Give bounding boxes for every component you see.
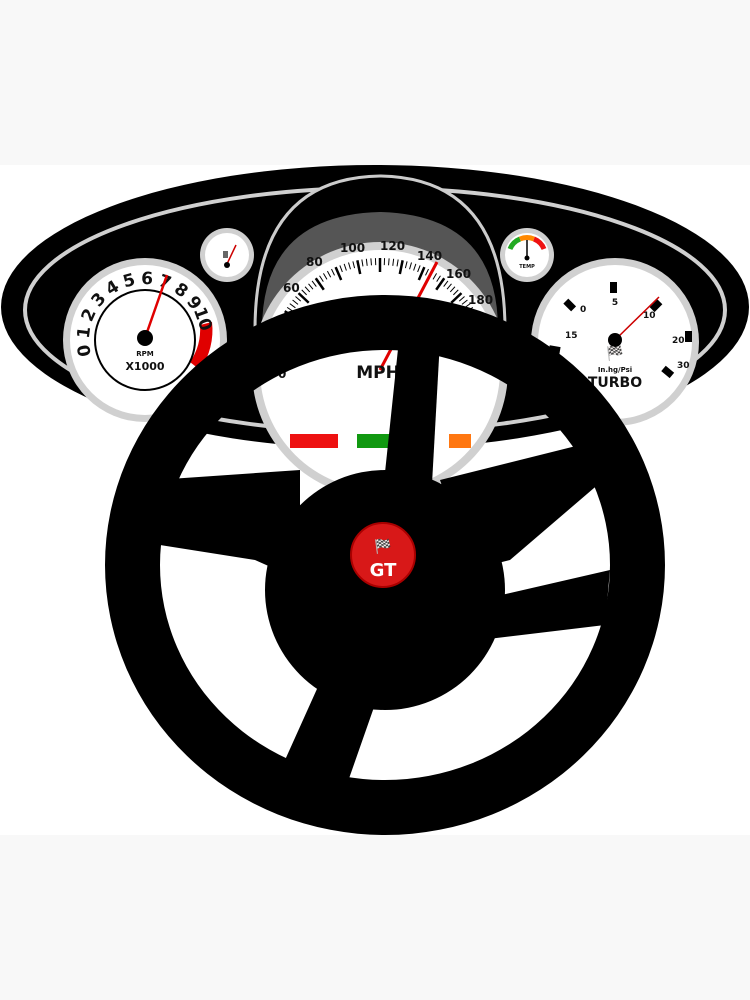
spoke-right xyxy=(480,570,610,640)
spoke-top xyxy=(380,330,440,520)
speed-tick xyxy=(417,265,421,273)
spoke-left xyxy=(155,470,300,580)
speed-tick xyxy=(289,303,296,309)
rpm-needle xyxy=(143,274,169,339)
speed-tick xyxy=(398,260,404,275)
speed-tick xyxy=(326,270,332,278)
speed-tick xyxy=(311,280,317,287)
checkered-flags-icon: 🏁 xyxy=(606,345,623,362)
speed-tick xyxy=(348,262,351,270)
speed-tick xyxy=(331,268,335,276)
speed-tick xyxy=(343,263,347,271)
speed-tick-label: 80 xyxy=(306,255,323,269)
temp-gauge: TEMP xyxy=(500,228,554,282)
rpm-unit: RPM xyxy=(136,350,154,358)
warning-light-red xyxy=(290,434,338,448)
speed-tick xyxy=(404,261,408,269)
speed-tick xyxy=(450,292,463,304)
rpm-tick-label: 6 xyxy=(141,269,154,289)
speed-tick xyxy=(417,266,426,281)
speed-tick-label: 100 xyxy=(340,241,365,255)
speed-tick xyxy=(304,286,311,293)
turbo-tick-label: 5 xyxy=(612,298,618,308)
speed-tick xyxy=(356,260,362,275)
gt-badge xyxy=(350,522,416,588)
turbo-unit: In.hg/Psi xyxy=(598,366,632,374)
temp-label: TEMP xyxy=(519,264,535,270)
turbo-needle xyxy=(614,296,660,341)
speed-tick xyxy=(432,273,437,280)
speed-tick xyxy=(388,258,390,266)
speed-tick xyxy=(436,275,441,282)
speed-tick-label: 120 xyxy=(380,239,405,253)
speed-tick-label: 180 xyxy=(468,293,493,307)
speed-tick xyxy=(361,259,364,267)
speed-tick xyxy=(365,258,368,266)
fuel-gauge xyxy=(200,228,254,282)
badge-text: GT xyxy=(370,560,397,581)
speed-tick-label: 0 xyxy=(278,367,286,381)
speed-tick xyxy=(453,289,459,296)
turbo-tick-label: 20 xyxy=(672,336,685,346)
speed-tick xyxy=(392,258,395,266)
speed-tick-label: 60 xyxy=(283,281,300,295)
speed-unit: MPH xyxy=(356,363,400,383)
rpm-multiplier: X1000 xyxy=(125,360,164,373)
turbo-tick-label: 0 xyxy=(580,305,586,315)
speed-tick xyxy=(446,283,452,290)
turbo-label: TURBO xyxy=(588,375,642,391)
fuel-pump-icon xyxy=(223,251,228,258)
warning-light-orange xyxy=(449,434,471,448)
speed-tick xyxy=(425,268,429,276)
speed-tick xyxy=(435,277,446,291)
speed-tick xyxy=(409,262,412,270)
speed-tick xyxy=(314,277,325,291)
speed-tick xyxy=(370,258,372,266)
speed-tick xyxy=(443,280,449,287)
speed-tick xyxy=(334,266,343,281)
speed-tick xyxy=(461,299,468,305)
wheel-hub xyxy=(265,470,505,710)
speed-tick xyxy=(352,261,356,269)
speed-tick xyxy=(308,283,314,290)
speed-tick xyxy=(449,286,456,293)
rpm-tick-label: 5 xyxy=(121,270,138,292)
speed-tick xyxy=(413,263,417,271)
turbo-tick-label: 15 xyxy=(565,331,578,341)
speed-tick xyxy=(339,265,343,273)
rpm-tick-label: 0 xyxy=(74,343,96,358)
speed-tick xyxy=(301,289,307,296)
speed-tick xyxy=(292,299,299,305)
spoke-bottom xyxy=(285,660,380,790)
fuel-needle xyxy=(226,244,237,265)
spoke-right-upper xyxy=(440,440,615,570)
warning-light-green xyxy=(357,434,397,448)
speed-tick-label: 140 xyxy=(417,249,442,263)
steering-wheel: 🏁 GT xyxy=(105,295,665,835)
redline-zone xyxy=(190,322,213,370)
speed-tick xyxy=(295,296,302,302)
turbo-tick-label: 30 xyxy=(677,361,690,371)
rpm-tick-label: 1 xyxy=(74,325,95,339)
turbo-tick-label: 10 xyxy=(643,311,656,321)
speed-tick xyxy=(319,275,324,282)
checkered-flags-icon: 🏁 xyxy=(374,538,391,555)
speed-tick xyxy=(297,292,310,304)
speed-tick-label: 160 xyxy=(446,267,471,281)
speed-tick xyxy=(458,296,465,302)
speed-tick xyxy=(323,273,328,280)
speed-tick xyxy=(396,259,399,267)
